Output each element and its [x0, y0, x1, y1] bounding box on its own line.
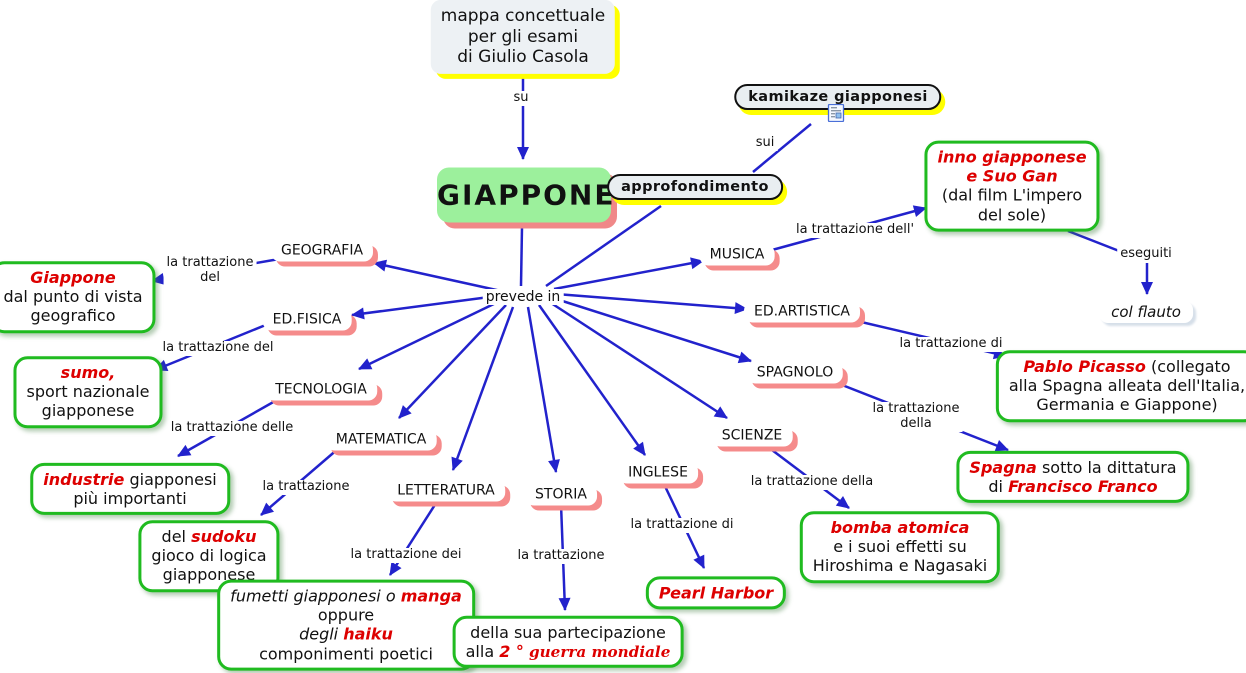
- link-label-tecnologia[interactable]: la trattazione delle: [167, 420, 297, 436]
- root-note-line: di Giulio Casola: [457, 47, 589, 68]
- hub-label-prevede-in[interactable]: prevede in: [482, 289, 564, 306]
- edge-approfondimento-kamikaze: [752, 123, 812, 173]
- node-giappone[interactable]: GIAPPONE: [437, 167, 613, 223]
- link-label-scienze[interactable]: la trattazione della: [747, 474, 877, 490]
- node-sumo[interactable]: sumo, sport nazionale giapponese: [13, 356, 163, 428]
- root-note[interactable]: mappa concettuale per gli esami di Giuli…: [430, 0, 616, 75]
- edge-hub-inglese: [537, 304, 647, 456]
- node-giappone-geografico[interactable]: Giappone dal punto di vista geografico: [0, 261, 156, 333]
- edge-giappone-hub: [519, 226, 524, 287]
- link-label-eseguiti[interactable]: eseguiti: [1117, 246, 1175, 262]
- link-label-edartistica[interactable]: la trattazione di: [896, 336, 1006, 352]
- link-label-musica[interactable]: la trattazione dell': [792, 222, 918, 238]
- edge-hub-letteratura: [451, 306, 515, 471]
- edge-hub-storia: [526, 306, 560, 473]
- node-geografia[interactable]: GEOGRAFIA: [270, 240, 374, 262]
- node-edartistica[interactable]: ED.ARTISTICA: [744, 301, 860, 323]
- node-bomba-atomica[interactable]: bomba atomica e i suoi effetti su Hirosh…: [799, 511, 1001, 583]
- edge-letteratura-manga: [388, 499, 440, 576]
- link-label-sui[interactable]: sui: [752, 135, 778, 151]
- node-scienze[interactable]: SCIENZE: [711, 425, 793, 447]
- edge-hub-approfondimento: [545, 204, 662, 288]
- link-label-matematica[interactable]: la trattazione: [259, 479, 353, 495]
- link-label-edfisica[interactable]: la trattazione del: [159, 340, 277, 356]
- node-col-flauto[interactable]: col flauto: [1099, 301, 1193, 323]
- attachment-icon[interactable]: [827, 103, 845, 126]
- root-note-line: per gli esami: [467, 26, 579, 47]
- node-kamikaze[interactable]: kamikaze giapponesi: [734, 84, 942, 110]
- link-label-su[interactable]: su: [510, 90, 532, 106]
- node-guerra-mondiale[interactable]: della sua partecipazione alla 2 ° guerra…: [452, 615, 684, 669]
- edge-hub-geografia: [373, 259, 502, 293]
- node-manga-haiku[interactable]: fumetti giapponesi o manga oppure degli …: [217, 579, 475, 671]
- edge-hub-edartistica: [555, 292, 748, 315]
- edge-hub-musica: [553, 257, 704, 291]
- node-approfondimento[interactable]: approfondimento: [607, 174, 783, 200]
- link-label-inglese[interactable]: la trattazione di: [627, 517, 737, 533]
- edge-hub-tecnologia: [358, 299, 501, 371]
- node-storia[interactable]: STORIA: [525, 484, 597, 506]
- edge-hub-matematica: [398, 304, 507, 419]
- node-pearl-harbor[interactable]: Pearl Harbor: [645, 576, 787, 610]
- link-label-storia[interactable]: la trattazione: [514, 548, 608, 564]
- link-label-letteratura[interactable]: la trattazione dei: [347, 547, 465, 563]
- node-letteratura[interactable]: LETTERATURA: [387, 480, 505, 502]
- node-inglese[interactable]: INGLESE: [618, 462, 698, 484]
- edge-hub-scienze: [547, 299, 728, 420]
- node-spagnolo[interactable]: SPAGNOLO: [746, 362, 844, 384]
- node-matematica[interactable]: MATEMATICA: [325, 429, 437, 451]
- node-edfisica[interactable]: ED.FISICA: [262, 309, 352, 331]
- edge-hub-spagnolo: [552, 296, 752, 364]
- node-musica[interactable]: MUSICA: [699, 244, 775, 266]
- node-pablo-picasso[interactable]: Pablo Picasso (collegato alla Spagna all…: [995, 350, 1246, 422]
- node-spagna-franco[interactable]: Spagna sotto la dittatura di Francisco F…: [956, 450, 1190, 504]
- node-tecnologia[interactable]: TECNOLOGIA: [265, 379, 377, 401]
- node-industrie[interactable]: industrie giapponesi più importanti: [30, 462, 230, 516]
- node-inno-giapponese[interactable]: inno giapponese e Suo Gan (dal film L'im…: [924, 140, 1100, 232]
- edge-hub-edfisica: [351, 294, 498, 320]
- root-note-line: mappa concettuale: [440, 5, 606, 26]
- node-sudoku[interactable]: del sudoku gioco di logica giapponese: [138, 520, 280, 592]
